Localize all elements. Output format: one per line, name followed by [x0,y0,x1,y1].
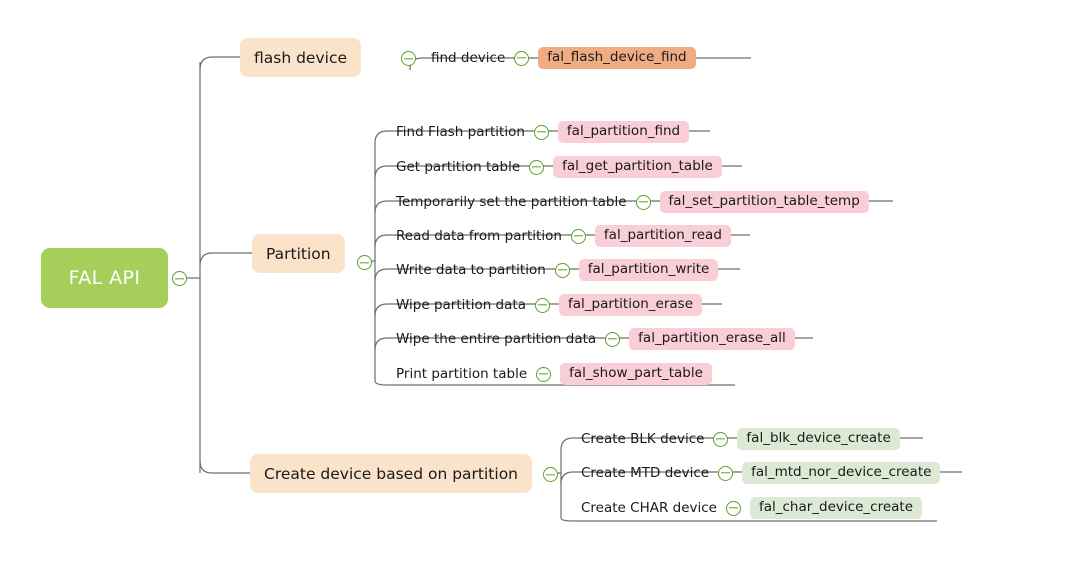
leaf-tag[interactable]: fal_partition_read [594,224,731,248]
leaf-label: Create BLK device [581,431,705,447]
leaf-row[interactable]: Create MTD device fal_mtd_nor_device_cre… [581,461,941,485]
leaf-row[interactable]: Wipe partition data fal_partition_erase [396,293,703,317]
leaf-collapse-toggle-icon[interactable] [533,124,549,140]
leaf-row[interactable]: Wipe the entire partition data fal_parti… [396,327,795,351]
leaf-label: Temporarily set the partition table [396,194,627,210]
leaf-label: Read data from partition [396,228,562,244]
branch-node-partition[interactable]: Partition [252,234,345,273]
leaf-tag[interactable]: fal_char_device_create [749,496,923,520]
leaf-label: Write data to partition [396,262,546,278]
leaf-tag[interactable]: fal_partition_write [578,258,719,282]
branch-node-flash-device[interactable]: flash device [240,38,361,77]
leaf-tag[interactable]: fal_flash_device_find [538,46,696,70]
leaf-tag[interactable]: fal_partition_erase [558,293,703,317]
leaf-row[interactable]: Print partition table fal_show_part_tabl… [396,362,712,386]
leaf-row[interactable]: Get partition table fal_get_partition_ta… [396,155,722,179]
leaf-collapse-toggle-icon[interactable] [725,500,741,516]
leaf-tag[interactable]: fal_show_part_table [560,362,712,386]
root-node-label: FAL API [68,267,141,289]
leaf-label: Create CHAR device [581,500,717,516]
leaf-collapse-toggle-icon[interactable] [534,297,550,313]
leaf-collapse-toggle-icon[interactable] [635,194,651,210]
leaf-tag[interactable]: fal_mtd_nor_device_create [742,461,941,485]
leaf-label: Create MTD device [581,465,710,481]
leaf-collapse-toggle-icon[interactable] [554,262,570,278]
leaf-collapse-toggle-icon[interactable] [718,465,734,481]
leaf-label: Print partition table [396,366,528,382]
leaf-row[interactable]: Write data to partition fal_partition_wr… [396,258,719,282]
leaf-label: find device [431,50,506,66]
leaf-collapse-toggle-icon[interactable] [605,331,621,347]
branch-node-create-device[interactable]: Create device based on partition [250,454,533,493]
leaf-tag[interactable]: fal_partition_find [557,120,690,144]
leaf-row[interactable]: Read data from partition fal_partition_r… [396,224,731,248]
leaf-label: Wipe the entire partition data [396,331,597,347]
leaf-collapse-toggle-icon[interactable] [570,228,586,244]
branch-collapse-toggle-icon-partition[interactable] [357,255,372,270]
branch-label-flash-device: flash device [254,48,347,67]
leaf-collapse-toggle-icon[interactable] [713,431,729,447]
leaf-label: Get partition table [396,159,521,175]
leaf-tag[interactable]: fal_blk_device_create [737,427,900,451]
leaf-tag[interactable]: fal_set_partition_table_temp [659,190,869,214]
leaf-tag[interactable]: fal_partition_erase_all [629,327,795,351]
branch-collapse-toggle-icon-create-device[interactable] [543,467,558,482]
leaf-collapse-toggle-icon[interactable] [529,159,545,175]
leaf-label: Wipe partition data [396,297,526,313]
root-node-fal-api[interactable]: FAL API [41,248,168,308]
leaf-row[interactable]: Create CHAR device fal_char_device_creat… [581,496,923,520]
leaf-label: Find Flash partition [396,124,525,140]
branch-collapse-toggle-icon-flash-device[interactable] [401,51,416,66]
branch-label-partition: Partition [266,244,331,263]
branch-label-create-device: Create device based on partition [264,464,519,483]
leaf-row[interactable]: Find Flash partition fal_partition_find [396,120,690,144]
leaf-collapse-toggle-icon[interactable] [514,50,530,66]
leaf-collapse-toggle-icon[interactable] [536,366,552,382]
leaf-row[interactable]: Temporarily set the partition table fal_… [396,190,869,214]
leaf-row[interactable]: Create BLK device fal_blk_device_create [581,427,900,451]
leaf-tag[interactable]: fal_get_partition_table [553,155,722,179]
root-collapse-toggle-icon[interactable] [172,271,187,286]
leaf-row[interactable]: find device fal_flash_device_find [431,46,696,70]
